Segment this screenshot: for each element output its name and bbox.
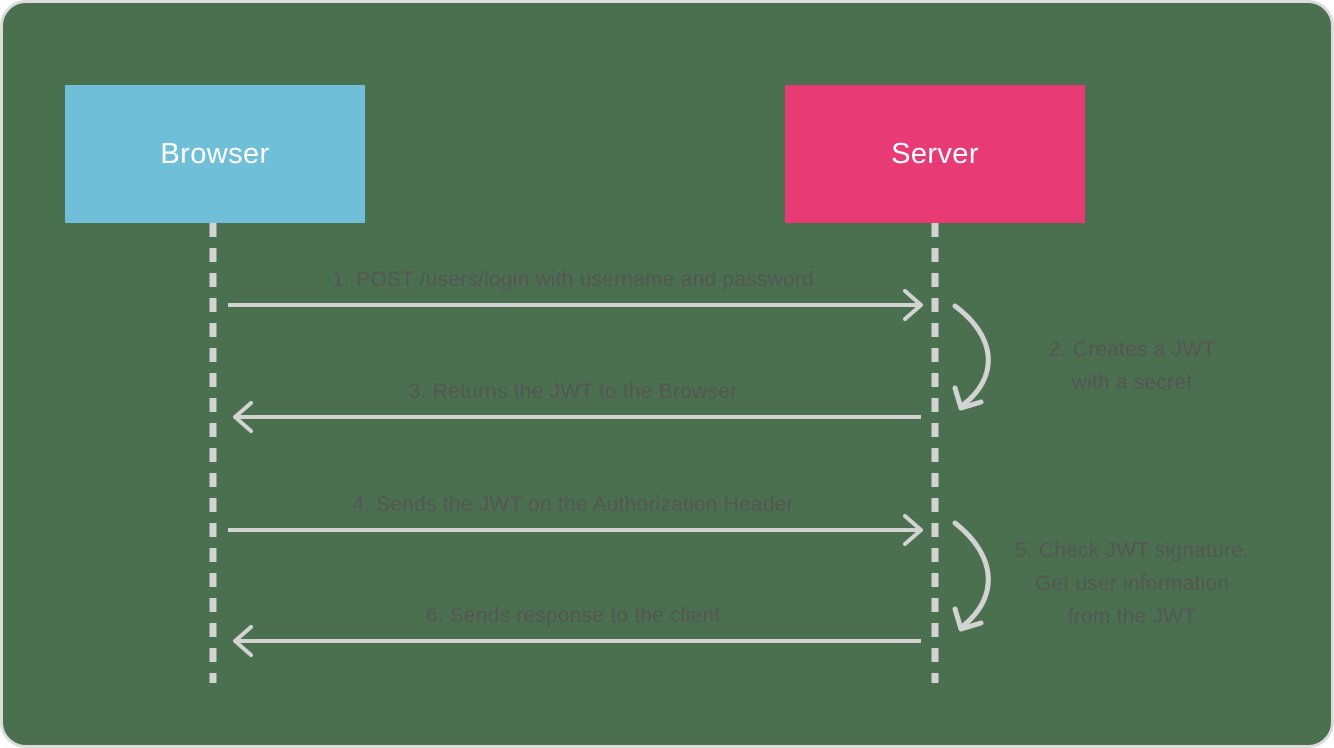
message-arrow-1: [228, 289, 923, 321]
message-label-4: 4. Sends the JWT on the Authorization He…: [352, 493, 794, 516]
self-note-2-line-1: 2. Creates a JWT: [1048, 338, 1216, 361]
self-note-2-line-2: with a secret: [1071, 371, 1193, 394]
self-note-label-2: 2. Creates a JWT with a secret: [1003, 333, 1261, 399]
actor-label-browser: Browser: [160, 137, 270, 170]
self-note-label-5: 5. Check JWT signature. Get user informa…: [998, 534, 1266, 633]
message-arrow-3: [233, 401, 921, 433]
self-note-5-line-3: from the JWT: [1067, 605, 1197, 628]
actor-box-browser[interactable]: Browser: [65, 85, 365, 223]
message-label-1: 1. POST /users/login with username and p…: [332, 268, 814, 291]
message-arrow-4: [228, 514, 923, 546]
message-arrow-6: [233, 625, 921, 657]
message-label-6: 6. Sends response to the client: [425, 604, 721, 627]
self-loop-arrow-5: [952, 520, 991, 632]
self-loop-arrow-2: [952, 303, 991, 411]
actor-label-server: Server: [891, 137, 979, 170]
self-note-5-line-1: 5. Check JWT signature.: [1014, 539, 1250, 562]
diagram-vector-layer: [209, 223, 991, 683]
message-label-3: 3. Returns the JWT to the Browser: [408, 380, 738, 403]
self-note-5-line-2: Get user information: [1034, 572, 1230, 595]
actor-box-server[interactable]: Server: [785, 85, 1085, 223]
